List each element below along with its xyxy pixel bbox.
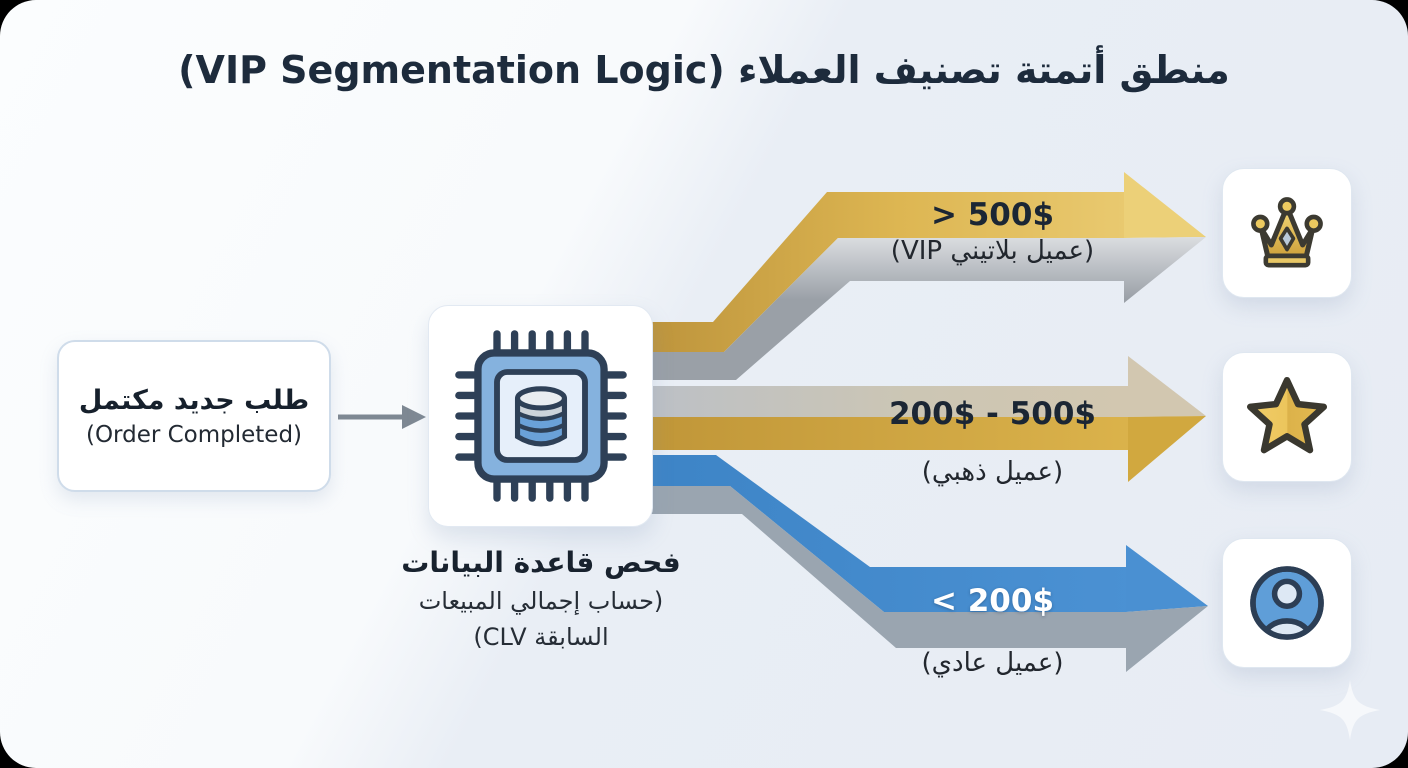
sparkle-icon <box>1320 680 1380 740</box>
trigger-label-english: (Order Completed) <box>85 421 303 448</box>
regular-branch-value-label: < 200$ <box>930 583 1055 619</box>
process-node-caption: فحص قاعدة البيانات (حساب إجمالي المبيعات… <box>385 546 697 655</box>
right-arrow-icon <box>338 405 426 429</box>
platinum-result-card <box>1222 168 1352 298</box>
process-caption-title: فحص قاعدة البيانات <box>401 546 681 579</box>
gold-result-card <box>1222 352 1352 482</box>
crown-icon <box>1251 197 1323 268</box>
platinum-branch-value-label: > 500$ <box>930 197 1055 233</box>
gold-branch-name-label: (عميل ذهبي) <box>921 457 1064 487</box>
process-node <box>428 305 653 527</box>
gold-branch-value-label: 200$ - 500$ <box>888 396 1096 432</box>
star-icon <box>1246 376 1328 454</box>
user-icon <box>1250 566 1324 640</box>
process-caption-subtitle: (حساب إجمالي المبيعات السابقة CLV) <box>418 587 664 651</box>
regular-result-card <box>1222 538 1352 668</box>
cpu-database-icon <box>454 330 627 502</box>
page-title: منطق أتمتة تصنيف العملاء (VIP Segmentati… <box>178 48 1230 92</box>
regular-branch-arrow <box>646 455 1208 672</box>
trigger-label-arabic: طلب جديد مكتمل <box>78 384 310 416</box>
trigger-node: طلب جديد مكتمل (Order Completed) <box>57 340 331 492</box>
regular-branch-name-label: (عميل عادي) <box>921 648 1064 678</box>
platinum-branch-name-label: (عميل بلاتيني VIP) <box>890 236 1095 266</box>
